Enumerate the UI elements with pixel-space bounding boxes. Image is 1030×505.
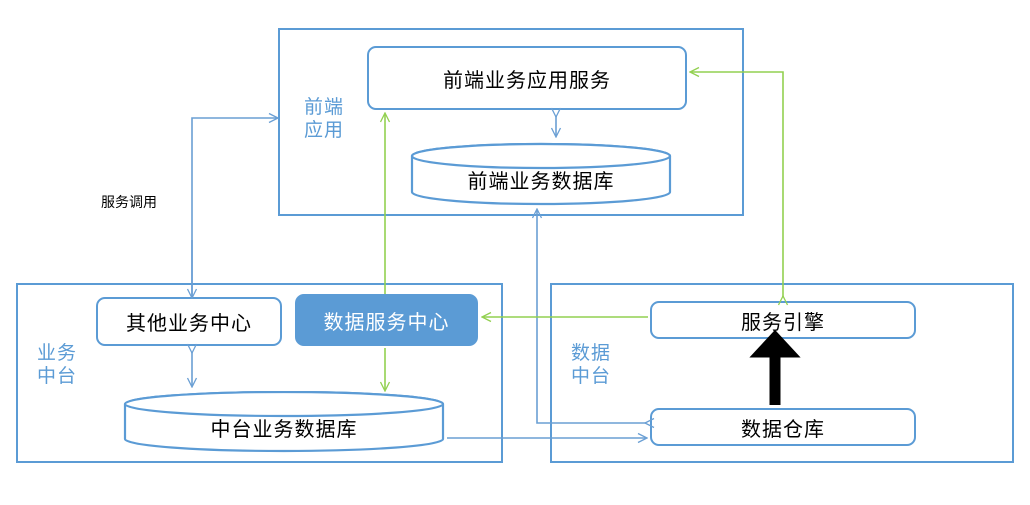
node-frontend-app-service[interactable]: 前端业务应用服务 bbox=[367, 46, 687, 110]
node-other-business-center[interactable]: 其他业务中心 bbox=[96, 297, 282, 346]
edge-label-service-call: 服务调用 bbox=[101, 195, 157, 211]
node-middle-business-database-label: 中台业务数据库 bbox=[210, 416, 358, 441]
node-frontend-business-database[interactable]: 前端业务数据库 bbox=[410, 142, 672, 206]
node-data-warehouse[interactable]: 数据仓库 bbox=[650, 408, 916, 446]
node-middle-business-database[interactable]: 中台业务数据库 bbox=[123, 391, 445, 453]
cylinder-shape bbox=[123, 391, 445, 453]
container-frontend-label: 前端 应用 bbox=[303, 96, 344, 141]
node-service-engine[interactable]: 服务引擎 bbox=[650, 301, 916, 339]
container-business-label: 业务 中台 bbox=[36, 342, 77, 387]
edge-service-call bbox=[192, 118, 277, 297]
node-frontend-business-database-label: 前端业务数据库 bbox=[467, 168, 615, 193]
node-data-service-center[interactable]: 数据服务中心 bbox=[295, 294, 478, 346]
container-data-label: 数据 中台 bbox=[570, 342, 611, 387]
cylinder-shape bbox=[410, 142, 672, 206]
